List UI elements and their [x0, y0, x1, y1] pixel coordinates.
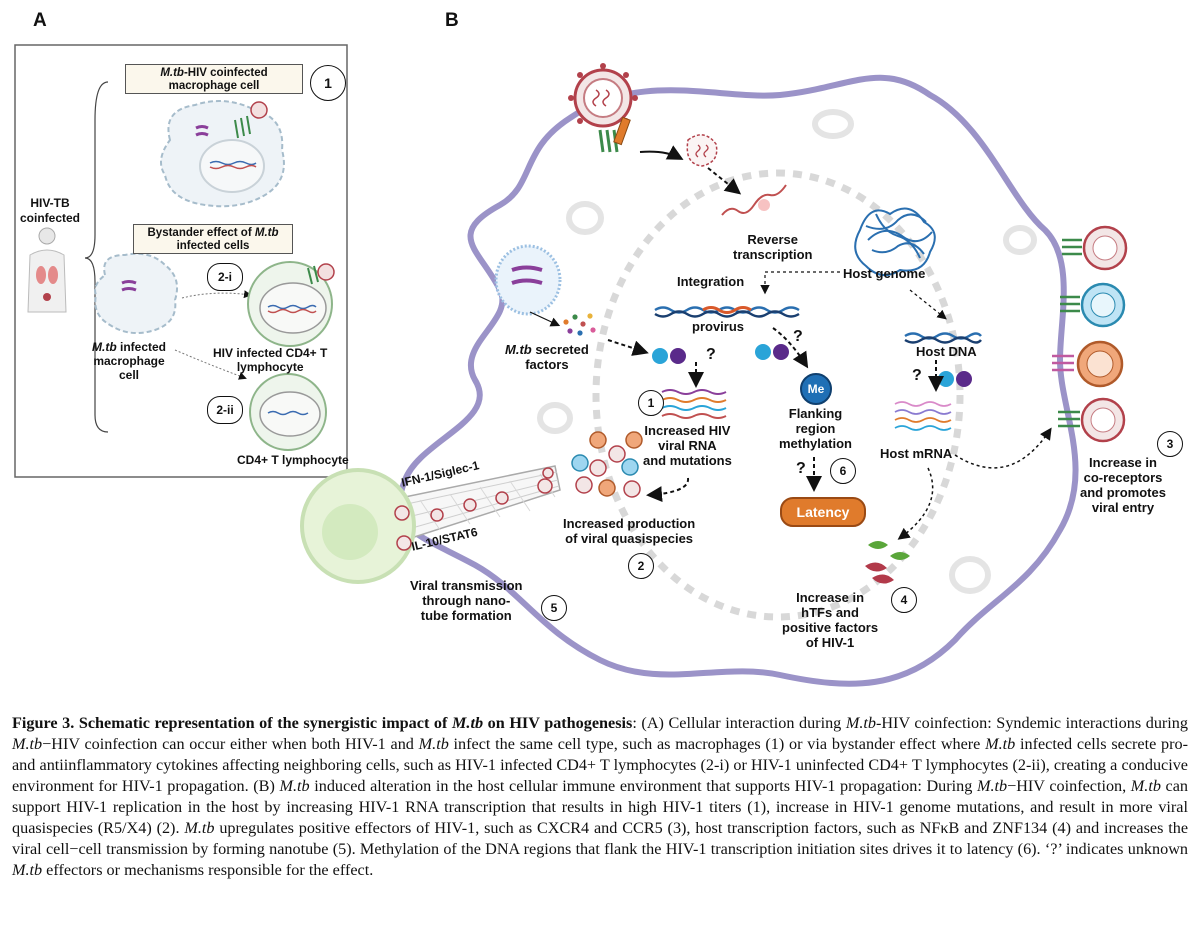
- arrow-to-quasispecies: [646, 477, 690, 503]
- latency-badge: Latency: [780, 497, 866, 527]
- provirus-label: provirus: [692, 319, 745, 334]
- host-dna-icon: [904, 332, 982, 344]
- figure-caption: Figure 3. Schematic representation of th…: [12, 714, 1189, 879]
- cell-vesicles: [537, 109, 1037, 594]
- step-number-b6: 6: [830, 458, 856, 484]
- host-dna-label: Host DNA: [916, 344, 977, 359]
- transcription-factor-icons: [865, 541, 910, 584]
- step-number-b4: 4: [891, 587, 917, 613]
- host-mrna-label: Host mRNA: [880, 446, 953, 461]
- step-number-b5: 5: [541, 595, 567, 621]
- panel-a-letter: A: [33, 10, 47, 31]
- step-number-a2ii: 2-ii: [207, 396, 243, 424]
- infected-macrophage-cell: [94, 252, 178, 335]
- tb-vesicle-icon: [494, 244, 562, 316]
- reverse-transcription-strand: [721, 184, 787, 216]
- viral-capsid-icon: [686, 134, 718, 167]
- viral-quasispecies-cluster: [571, 431, 643, 498]
- unknown-mark-1: ?: [706, 346, 716, 363]
- reverse-transcriptase-icon: [758, 199, 770, 211]
- genome-to-dna-arrow: [909, 289, 947, 320]
- step-number-b1: 1: [638, 390, 664, 416]
- neighbour-cell: [300, 468, 416, 584]
- panel-a-brace: [84, 81, 109, 433]
- human-figure-icon: [27, 227, 67, 313]
- provirus-dna-icon: [654, 306, 800, 318]
- unknown-mark-2: ?: [793, 328, 803, 345]
- cd4-t-lymphocyte-label: CD4+ T lymphocyte: [237, 453, 349, 467]
- integration-arrow: [760, 271, 840, 295]
- figure-illustration: [14, 44, 1128, 687]
- nanotube-viruses: [394, 467, 554, 551]
- viral-rna-strands: [661, 389, 727, 419]
- host-mrna-strands: [894, 401, 952, 431]
- secreted-factor-dots: [563, 313, 596, 336]
- uninfected-cd4-cell: [249, 373, 327, 451]
- effector-molecule-pair-1: [652, 348, 686, 364]
- effector-molecule-pair-2: [755, 344, 789, 360]
- nucleus-boundary: [592, 169, 964, 621]
- arrow-to-htfs: [897, 467, 934, 540]
- secretion-arrow: [529, 311, 561, 327]
- coreceptor-virus-1: [1062, 225, 1128, 271]
- arrow-to-methylation: [772, 327, 809, 369]
- host-genome-label: Host genome: [843, 266, 926, 281]
- step-number-b3: 3: [1157, 431, 1183, 457]
- step-number-a2i: 2-i: [207, 263, 243, 291]
- entry-arrow: [639, 145, 684, 160]
- coreceptor-virus-3: [1052, 340, 1124, 388]
- hiv-virus-entry-icon: [568, 63, 638, 153]
- coreceptor-virus-4: [1058, 397, 1126, 443]
- step-number-a1: 1: [310, 65, 346, 101]
- cytokine-arrow-2i: [181, 290, 252, 299]
- cytokine-arrow-2ii: [174, 349, 247, 380]
- hiv-infected-cd4-cell: [247, 261, 335, 347]
- host-genome-icon: [854, 207, 936, 277]
- coinfected-macrophage-cell: [160, 100, 285, 208]
- unknown-mark-4: ?: [796, 460, 806, 477]
- arrow-to-coreceptors: [954, 427, 1052, 469]
- caption-heading: Figure 3. Schematic representation of th…: [12, 714, 633, 732]
- step-number-b2: 2: [628, 553, 654, 579]
- methylation-badge: Me: [800, 373, 832, 405]
- coreceptor-virus-2: [1060, 282, 1126, 328]
- integration-label: Integration: [677, 274, 745, 289]
- panel-b-letter: B: [445, 10, 459, 31]
- unknown-mark-3: ?: [912, 367, 922, 384]
